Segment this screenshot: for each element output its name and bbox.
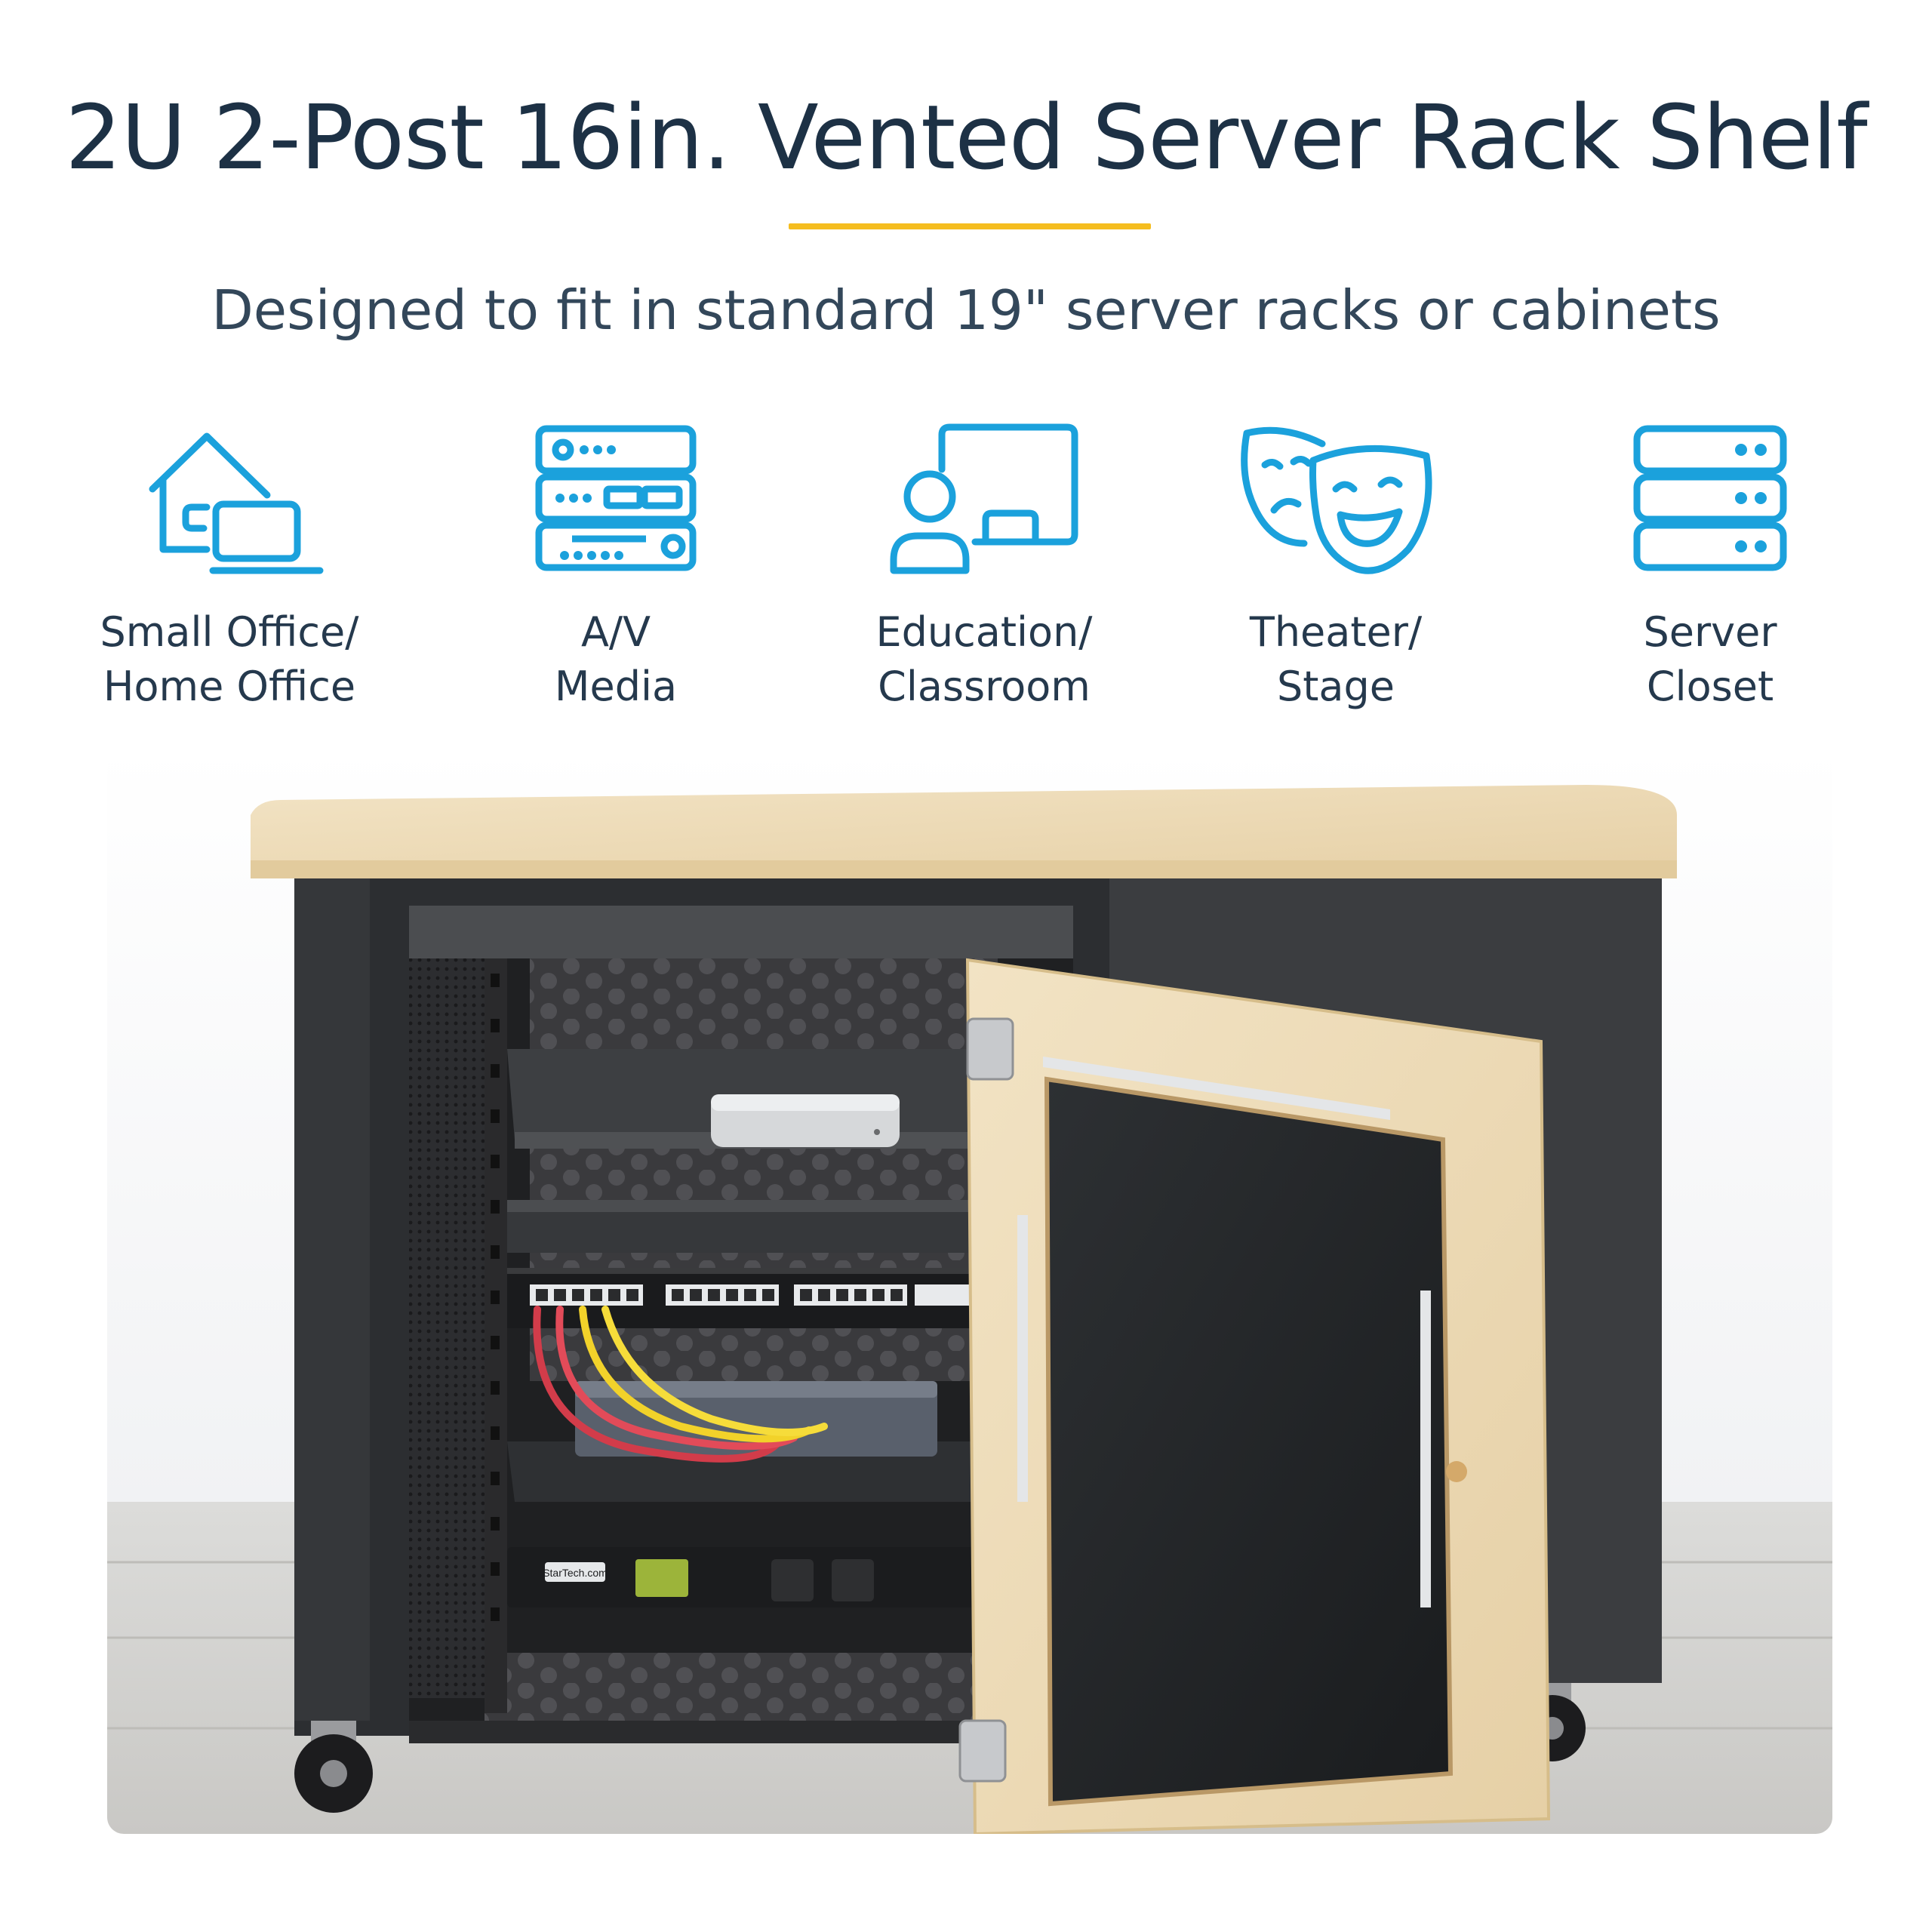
product-photo-cabinet: StarTech.com xyxy=(107,747,1832,1834)
theater-masks-icon xyxy=(1241,426,1432,574)
feature-small-office: Small Office/ Home Office xyxy=(63,423,395,714)
power-strip-brand: StarTech.com xyxy=(543,1567,608,1579)
page-subtitle: Designed to fit in standard 19" server r… xyxy=(211,278,1721,342)
feature-label-line2: Closet xyxy=(1646,663,1774,710)
feature-label-line2: Classroom xyxy=(878,663,1091,710)
feature-label-line1: Server xyxy=(1643,608,1777,656)
feature-theater: Theater/ Stage xyxy=(1170,423,1502,714)
av-equipment-icon xyxy=(535,425,697,571)
feature-av-media: A/V Media xyxy=(450,423,782,714)
feature-label-line1: Theater/ xyxy=(1249,608,1423,656)
feature-label-line2: Stage xyxy=(1276,663,1395,710)
feature-label-line2: Home Office xyxy=(103,663,356,710)
feature-server-closet: Server Closet xyxy=(1544,423,1876,714)
feature-label-line1: Small Office/ xyxy=(100,608,359,656)
home-office-icon xyxy=(149,432,324,574)
classroom-icon xyxy=(890,423,1078,574)
accent-divider xyxy=(789,223,1151,229)
feature-label-line1: A/V xyxy=(580,608,651,656)
feature-education: Education/ Classroom xyxy=(818,423,1150,714)
page-title: 2U 2-Post 16in. Vented Server Rack Shelf xyxy=(65,85,1867,189)
feature-label-line2: Media xyxy=(554,663,678,710)
feature-label-line1: Education/ xyxy=(875,608,1093,656)
server-stack-icon xyxy=(1633,425,1787,571)
